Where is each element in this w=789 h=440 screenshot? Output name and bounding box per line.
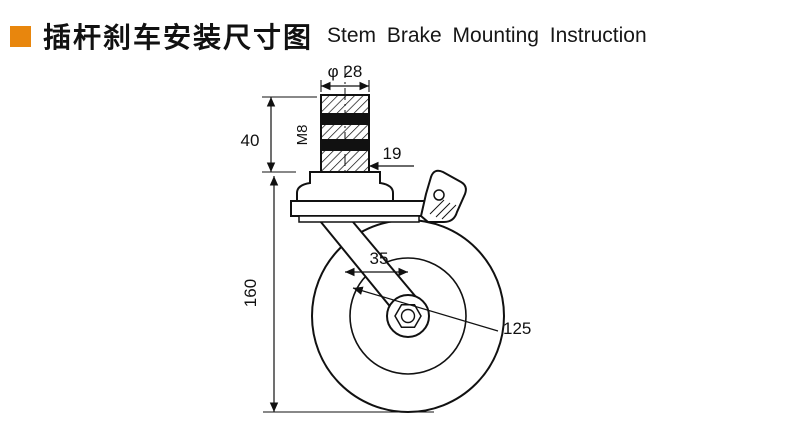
dim-stem-length: 40	[241, 96, 317, 173]
dim-stem-diameter: φ 28	[320, 62, 370, 92]
wheel-inner-circle	[349, 257, 467, 375]
dim-label-stem-length: 40	[241, 131, 260, 150]
diameter-leader-line	[352, 286, 499, 332]
stem-body	[320, 94, 370, 173]
dim-label-mount-height: 160	[241, 279, 260, 307]
dim-label-swivel-offset: 35	[370, 249, 389, 268]
brake-lever-hatch-3	[441, 204, 457, 220]
brake-lever-hatch-2	[435, 202, 451, 218]
dim-wheel-diameter: 125	[352, 286, 531, 338]
page-title-english: Stem Brake Mounting Instruction	[327, 24, 647, 47]
page-title-chinese: 插杆刹车安装尺寸图	[43, 22, 314, 53]
brake-pivot-bolt	[433, 189, 445, 201]
dim-mount-height: 160	[241, 176, 434, 413]
mount-plate	[290, 200, 433, 217]
thread-groove-upper	[321, 113, 369, 125]
dim-stem-section: 19	[369, 144, 414, 171]
stem-collar	[296, 171, 394, 202]
dim-label-stem-section: 19	[383, 144, 402, 163]
dim-label-stem-diameter: φ 28	[328, 62, 363, 81]
axle-hole	[400, 308, 416, 324]
raceway-plate	[298, 215, 420, 223]
dim-label-wheel-diameter: 125	[503, 319, 531, 338]
brake-lever-hatch-1	[429, 199, 445, 215]
dim-swivel-offset: 35	[345, 249, 408, 277]
title-bullet-icon	[10, 25, 31, 47]
thread-groove-lower	[321, 139, 369, 151]
page-header: 插杆刹车安装尺寸图 Stem Brake Mounting Instructio…	[10, 16, 647, 56]
dim-label-thread-spec: M8	[294, 125, 311, 146]
